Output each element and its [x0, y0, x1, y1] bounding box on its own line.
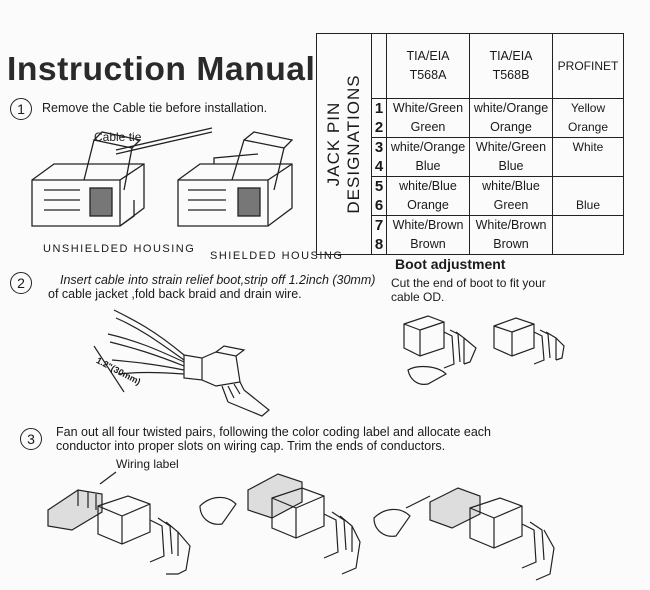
step-2-text-line-1: Insert cable into strain relief boot,str…: [60, 273, 376, 287]
header-t568a: TIA/EIA T568A: [386, 33, 470, 99]
header-t568b-line-2: T568B: [492, 68, 530, 82]
unshielded-housing-illustration: [31, 127, 213, 227]
shielded-housing-illustration: [177, 131, 294, 227]
boot-cut-illustration: [403, 315, 477, 385]
boot-adjustment-line-1: Cut the end of boot to fit your: [391, 276, 546, 290]
page-title: Instruction Manual: [6, 50, 316, 87]
boot-adjustment-title: Boot adjustment: [395, 256, 506, 272]
header-profinet-line-1: PROFINET: [557, 58, 619, 73]
pin-header-blank: [371, 33, 387, 99]
header-t568a-line-1: TIA/EIA: [406, 49, 450, 63]
header-profinet: PROFINET: [552, 33, 624, 99]
step-3-text-line-1: Fan out all four twisted pairs, followin…: [56, 425, 491, 439]
jack-pin-table: JACK PIN DESIGNATIONS TIA/EIA T568A TIA/…: [316, 33, 634, 255]
unshielded-housing-label: UNSHIELDED HOUSING: [43, 243, 196, 255]
wiring-cap-illustration-2: [199, 473, 361, 575]
profinet-pins-5-6: Blue: [552, 176, 624, 216]
stripped-cable-illustration: [93, 309, 270, 417]
row-label-line-2: DESIGNATIONS: [344, 74, 363, 214]
header-t568b-line-1: TIA/EIA: [489, 49, 533, 63]
cable-tie-label: Cable tie: [94, 130, 142, 144]
jack-pin-designations-label: JACK PIN DESIGNATIONS: [316, 33, 372, 255]
boot-adjustment-line-2: cable OD.: [391, 290, 445, 304]
step-2-text-line-2: of cable jacket ,fold back braid and dra…: [48, 287, 302, 301]
profinet-pins-7-8: [552, 215, 624, 255]
step-2-number: 2: [10, 272, 32, 294]
header-t568a-line-2: T568A: [409, 68, 447, 82]
step-1-number: 1: [10, 98, 32, 120]
row-label-line-1: JACK PIN: [324, 101, 343, 187]
header-t568b: TIA/EIA T568B: [469, 33, 553, 99]
step-3-text-line-2: conductor into proper slots on wiring ca…: [56, 439, 446, 453]
wiring-cap-illustration-1: [47, 471, 191, 575]
boot-trimmed-illustration: [493, 317, 565, 365]
profinet-pins-3-4: White: [552, 137, 624, 177]
step-1-text: Remove the Cable tie before installation…: [42, 101, 268, 115]
shielded-housing-label: SHIELDED HOUSING: [210, 250, 344, 262]
wiring-cap-illustration-3: [373, 487, 555, 581]
step-3-number: 3: [20, 428, 42, 450]
wiring-label-label: Wiring label: [116, 457, 179, 471]
